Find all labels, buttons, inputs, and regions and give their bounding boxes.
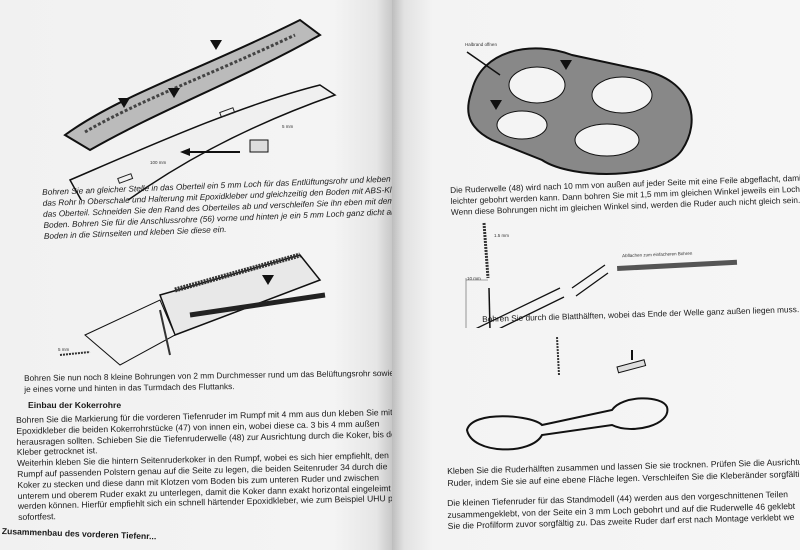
caption-2: Bohren Sie nun noch 8 kleine Bohrungen v… (24, 367, 392, 394)
figure1-dimension: 100 mm (150, 160, 167, 165)
figure1-label: Halbrand offnen (465, 42, 497, 47)
paragraph-kokerrohre: Bohren Sie die Markierung für die vorder… (16, 407, 392, 523)
figure1-label: 5 mm (282, 124, 294, 129)
drill-size-label: 1.5 mm (494, 233, 510, 238)
heading-zusammenbau: Zusammenbau des vorderen Tiefenr... (1, 526, 157, 542)
figure2-label: 5 mm (58, 347, 70, 352)
paragraph-tiefenruder: Die kleinen Tiefenruder für das Standmod… (447, 489, 796, 532)
rudder-assembly-illustration (465, 336, 669, 451)
paragraph-ruderhaelften: Kleben Sie die Ruderhälften zusammen und… (447, 456, 800, 488)
rudder-frame-illustration (466, 47, 693, 175)
hull-top-shell-illustration (63, 18, 337, 200)
right-page: Halbrand offnen Die Ruderwelle (48) wird… (392, 0, 800, 550)
left-page: 5 mm 100 mm Bohren Sie an gleicher Stell… (0, 0, 392, 550)
rudder-shaft-drilling-illustration (465, 222, 738, 328)
heading-kokerrohre: Einbau der Kokerrohre (28, 400, 122, 410)
fluttank-drilling-illustration (59, 252, 326, 366)
dimension-label: 10 mm (467, 276, 481, 281)
